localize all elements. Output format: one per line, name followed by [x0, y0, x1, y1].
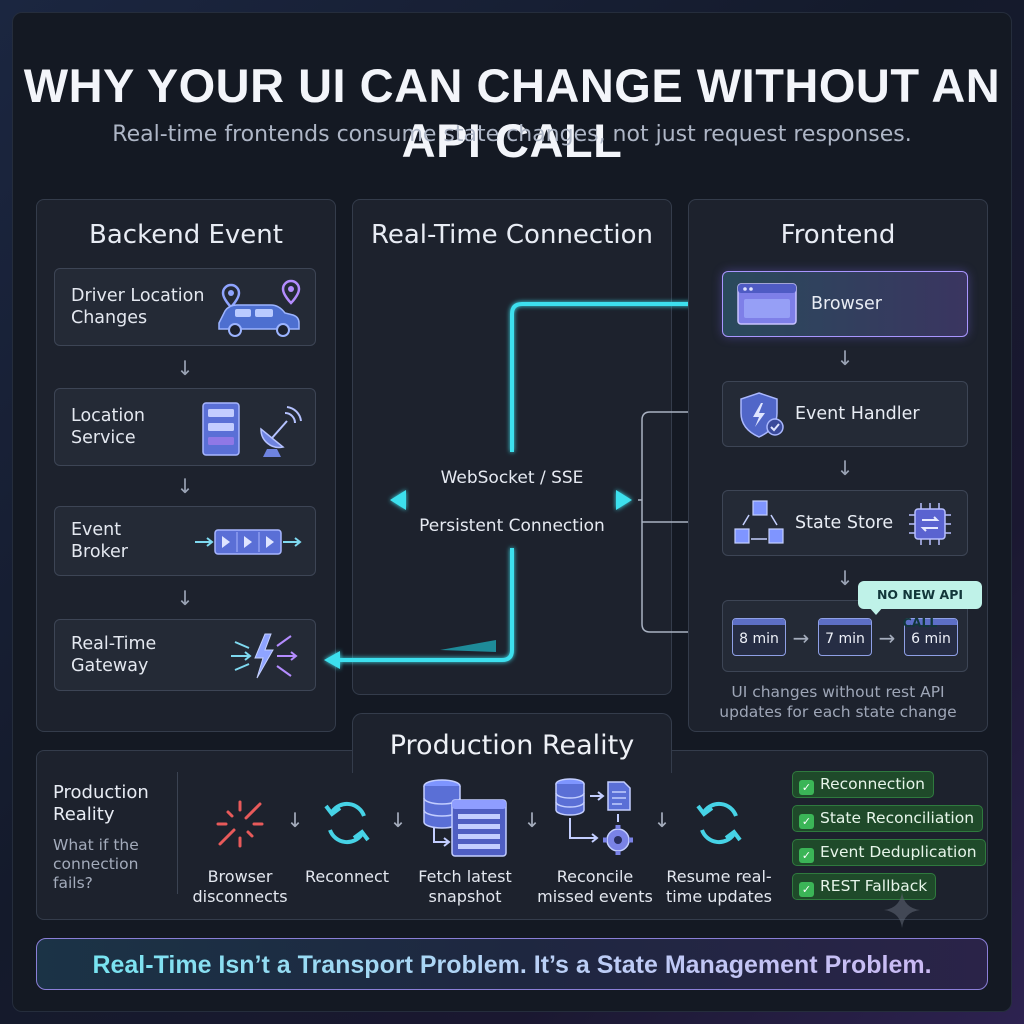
production-arrow-1: ↓	[286, 808, 304, 832]
checkmark-icon: ✓	[799, 848, 814, 863]
state-store-card: State Store	[722, 490, 968, 556]
car-location-icon	[218, 279, 301, 337]
refresh-icon	[324, 801, 370, 845]
checklist-label: Reconnection	[820, 775, 926, 793]
checklist-label: State Reconciliation	[820, 809, 975, 827]
eta-value-2: 7 min	[825, 631, 865, 647]
driver-location-card: Driver Location Changes	[54, 268, 316, 346]
step-fetch-latest-snapshot: Fetch latest snapshot	[418, 867, 512, 906]
production-question: What if the connection fails?	[53, 836, 139, 892]
page-subtitle: Real-time frontends consume state change…	[112, 122, 912, 147]
message-queue-icon	[195, 529, 302, 555]
checklist-item-event-deduplication: ✓ Event Deduplication	[792, 839, 986, 866]
step-reconcile-missed-events: Reconcile missed events	[537, 867, 653, 906]
location-service-label: Location Service	[71, 406, 146, 448]
checklist-label: REST Fallback	[820, 877, 928, 895]
backend-flow-arrow-3: ↓	[176, 586, 194, 610]
browser-label: Browser	[811, 294, 882, 314]
event-broker-label: Event Broker	[71, 520, 128, 562]
checklist-item-reconnection: ✓ Reconnection	[792, 771, 935, 798]
checklist-item-rest-fallback: ✓ REST Fallback	[792, 873, 937, 900]
reconcile-icon	[555, 778, 633, 855]
state-store-label: State Store	[795, 513, 894, 533]
checklist-item-state-reconciliation: ✓ State Reconciliation	[792, 805, 984, 832]
badge-pointer	[868, 606, 884, 615]
frontend-flow-arrow-2: ↓	[836, 456, 854, 480]
browser-window-icon	[737, 283, 797, 325]
frontend-flow-arrow-1: ↓	[836, 346, 854, 370]
production-reality-heading: Production Reality	[53, 782, 149, 825]
backend-flow-arrow-1: ↓	[176, 356, 194, 380]
production-divider	[177, 772, 178, 894]
real-time-connection-heading: Real-Time Connection	[370, 220, 654, 250]
step-reconnect: Reconnect	[304, 867, 390, 886]
production-reality-tab	[352, 713, 672, 773]
gateway-lightning-icon	[231, 633, 298, 679]
production-reality-title: Production Reality	[389, 730, 635, 761]
chip-sync-icon	[909, 503, 951, 545]
sparkle-icon	[884, 892, 920, 928]
checkmark-icon: ✓	[799, 780, 814, 795]
cubes-cycle-icon	[734, 500, 784, 544]
eta-screen-2: 7 min	[818, 618, 872, 656]
step-browser-disconnects: Browser disconnects	[192, 867, 288, 906]
production-arrow-4: ↓	[653, 808, 671, 832]
backend-event-heading: Backend Event	[89, 220, 283, 250]
eta-screen-3: 6 min	[904, 618, 958, 656]
server-satellite-icon	[202, 402, 302, 457]
shield-lightning-icon	[740, 392, 784, 438]
conclusion-banner: Real-Time Isn’t a Transport Problem. It’…	[36, 938, 988, 990]
broken-link-icon	[216, 800, 264, 848]
conclusion-text: Real-Time Isn’t a Transport Problem. It’…	[37, 951, 987, 980]
eta-arrow-2: →	[878, 626, 896, 650]
browser-card: Browser	[722, 271, 968, 337]
eta-screen-1: 8 min	[732, 618, 786, 656]
checkmark-icon: ✓	[799, 882, 814, 897]
production-arrow-3: ↓	[523, 808, 541, 832]
driver-location-label: Driver Location Changes	[71, 286, 205, 328]
real-time-gateway-label: Real-Time Gateway	[71, 634, 157, 676]
no-new-api-call-badge: NO NEW API CALL	[858, 581, 982, 630]
location-service-card: Location Service	[54, 388, 316, 466]
database-table-icon	[423, 779, 507, 857]
backend-flow-arrow-2: ↓	[176, 474, 194, 498]
eta-value-3: 6 min	[911, 631, 951, 647]
page-title: WHY YOUR UI CAN CHANGE WITHOUT AN API CA…	[23, 59, 1001, 167]
frontend-flow-arrow-3: ↓	[836, 566, 854, 590]
protocol-label: WebSocket / SSE	[440, 468, 584, 488]
frontend-heading: Frontend	[780, 220, 896, 250]
eta-value-1: 8 min	[739, 631, 779, 647]
frontend-note: UI changes without rest API updates for …	[719, 683, 957, 721]
real-time-gateway-card: Real-Time Gateway	[54, 619, 316, 691]
eta-arrow-1: →	[792, 626, 810, 650]
event-handler-label: Event Handler	[795, 404, 920, 424]
checkmark-icon: ✓	[799, 814, 814, 829]
resume-refresh-icon	[696, 801, 742, 845]
persistent-connection-label: Persistent Connection	[419, 516, 605, 536]
production-arrow-2: ↓	[389, 808, 407, 832]
event-broker-card: Event Broker	[54, 506, 316, 576]
event-handler-card: Event Handler	[722, 381, 968, 447]
checklist-label: Event Deduplication	[820, 843, 977, 861]
step-resume-real-time-updates: Resume real- time updates	[666, 867, 772, 906]
